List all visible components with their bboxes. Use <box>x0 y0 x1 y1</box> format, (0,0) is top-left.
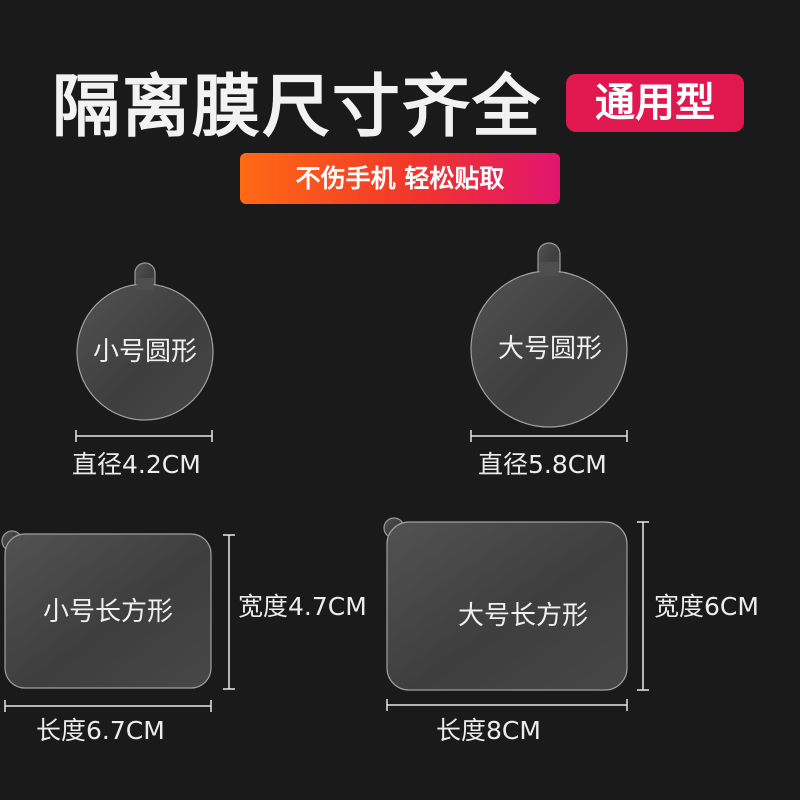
small-rect-length-line <box>4 700 212 712</box>
large-rect-width-line <box>637 521 649 691</box>
large-rect-length-line <box>386 699 628 711</box>
universal-badge: 通用型 <box>566 74 744 132</box>
large-circle-film <box>470 242 628 428</box>
small-rect-width: 宽度4.7CM <box>238 592 367 621</box>
page-title: 隔离膜尺寸齐全 <box>52 68 543 147</box>
small-rect-label: 小号长方形 <box>42 597 173 627</box>
small-circle-film <box>76 262 214 421</box>
small-rect-length: 长度6.7CM <box>36 716 165 745</box>
large-rect-width: 宽度6CM <box>654 592 759 621</box>
large-circle-label: 大号圆形 <box>497 334 602 364</box>
small-rect-film <box>1 530 212 689</box>
small-circle-dimension-line <box>75 430 213 442</box>
large-circle-diameter: 直径5.8CM <box>478 450 607 479</box>
large-rect-length: 长度8CM <box>436 716 541 745</box>
large-circle-dimension-line <box>470 430 628 442</box>
large-rect-film <box>383 517 628 691</box>
small-circle-diameter: 直径4.2CM <box>72 450 201 479</box>
small-rect-width-line <box>223 534 235 690</box>
subtitle-banner: 不伤手机 轻松贴取 <box>240 153 560 204</box>
small-circle-label: 小号圆形 <box>92 337 197 367</box>
large-rect-label: 大号长方形 <box>457 601 588 631</box>
